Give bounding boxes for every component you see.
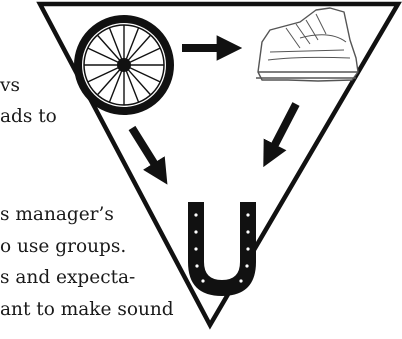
wagon-wheel-icon bbox=[78, 19, 170, 111]
